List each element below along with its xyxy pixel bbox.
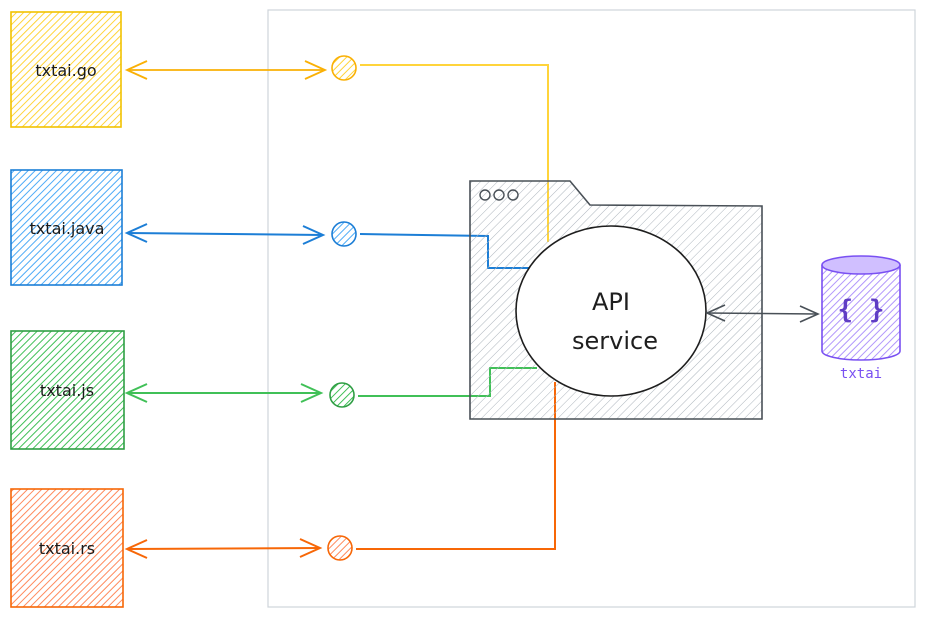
api-service-node: [515, 225, 707, 397]
client-js: txtai.js: [10, 330, 355, 450]
db-connection-arrow: [705, 304, 820, 323]
client-go: txtai.go: [10, 11, 357, 128]
client-box: [10, 169, 123, 286]
client-label: txtai.go: [35, 61, 96, 80]
braces-icon: { }: [838, 295, 885, 325]
client-box: [10, 488, 124, 608]
window-dot-icon: [479, 189, 491, 201]
client-java: txtai.java: [10, 169, 357, 286]
api-label-line1: API: [592, 288, 630, 316]
database-label: txtai: [840, 366, 882, 382]
client-box: [10, 330, 125, 450]
bidirectional-arrow: [124, 383, 324, 403]
client-rs: txtai.rs: [10, 488, 353, 608]
client-label: txtai.java: [30, 219, 105, 238]
endpoint-node: [327, 535, 353, 561]
bidirectional-arrow: [124, 223, 326, 245]
client-box: [10, 11, 122, 128]
client-label: txtai.js: [40, 381, 94, 400]
api-label-line2: service: [572, 327, 658, 355]
window-dot-icon: [493, 189, 505, 201]
window-dot-icon: [507, 189, 519, 201]
connection-rs: [356, 382, 556, 550]
bidirectional-arrow: [124, 538, 323, 559]
server-container: [267, 9, 916, 608]
bidirectional-arrow: [124, 60, 328, 80]
client-label: txtai.rs: [39, 539, 95, 558]
endpoint-node: [331, 55, 357, 81]
endpoint-node: [331, 221, 357, 247]
database-node: { }: [821, 255, 901, 361]
endpoint-node: [329, 382, 355, 408]
